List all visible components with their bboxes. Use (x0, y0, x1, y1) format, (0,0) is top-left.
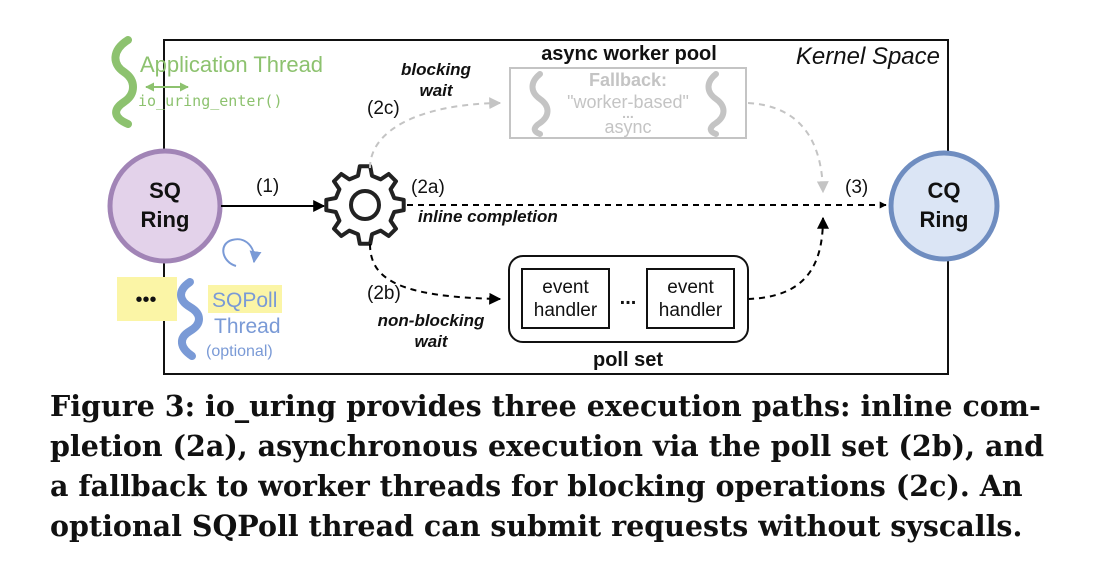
figure-caption: Figure 3: io_uring provides three execut… (50, 386, 1060, 546)
io-uring-enter-label: io_uring_enter() (138, 92, 283, 110)
event-handler-2-label-2: handler (659, 300, 723, 321)
sqpoll-thread-squiggle (177, 278, 203, 360)
inline-completion-label: inline completion (418, 207, 558, 226)
non-blocking-label-1: non-blocking (378, 311, 485, 330)
event-handler-1 (521, 268, 610, 329)
kernel-space-label: Kernel Space (796, 43, 940, 70)
sqpoll-label-3: (optional) (206, 343, 273, 360)
event-handler-1-label-1: event (542, 277, 589, 298)
caption-line-1: Figure 3: io_uring provides three execut… (50, 389, 1041, 423)
caption-line-2: pletion (2a), asynchronous execution via… (50, 429, 1045, 463)
event-handler-1-label-2: handler (534, 300, 598, 321)
blocking-label-1: blocking (401, 60, 472, 79)
fallback-label-1: Fallback: (589, 70, 667, 90)
sqpoll-dots-highlight (117, 277, 177, 321)
sq-ring-label-1: SQ (149, 178, 181, 203)
non-blocking-path-arrow (369, 243, 502, 305)
cq-ring-label-1: CQ (928, 178, 961, 203)
caption-line-3: a fallback to worker threads for blockin… (50, 469, 1023, 503)
cq-ring (888, 150, 1000, 262)
caption-line-4: optional SQPoll thread can submit reques… (50, 509, 1023, 543)
gear-icon (324, 164, 406, 246)
fallback-label-3: async (604, 117, 651, 137)
cq-ring-label-2: Ring (920, 207, 969, 232)
blocking-path-arrow (369, 97, 502, 169)
step1-label: (1) (256, 176, 279, 197)
io-uring-diagram: Kernel Space Application Thread io_uring… (107, 36, 1000, 375)
sq-ring-label-2: Ring (141, 207, 190, 232)
step3-label: (3) (845, 177, 868, 198)
application-thread-label: Application Thread (140, 52, 323, 77)
fallback-dots: ... (622, 105, 634, 121)
step2c-label: (2c) (367, 98, 400, 119)
async-worker-pool-label: async worker pool (541, 43, 717, 65)
fallback-squiggle-right-icon (705, 71, 727, 137)
fallback-to-cq-arrow (747, 102, 829, 194)
poll-set-to-cq-arrow (747, 216, 829, 300)
sqpoll-dots: ••• (135, 289, 156, 311)
blocking-label-2: wait (419, 81, 453, 100)
sqpoll-label-1: SQPoll (212, 289, 277, 312)
step2b-label: (2b) (367, 283, 401, 304)
fallback-squiggle-left-icon (529, 71, 551, 137)
application-thread-squiggle (111, 36, 137, 128)
handler-dots: ... (620, 287, 637, 309)
sqpoll-label-highlight (208, 285, 282, 313)
event-handler-2-label-1: event (667, 277, 714, 298)
sqpoll-label-2: Thread (214, 315, 281, 338)
poll-set-label: poll set (593, 349, 663, 371)
event-handler-2 (646, 268, 735, 329)
sq-ring (107, 148, 223, 264)
step2a-label: (2a) (411, 177, 445, 198)
non-blocking-label-2: wait (414, 332, 448, 351)
fallback-label-2: "worker-based" (567, 92, 689, 112)
sqpoll-loop-arrow (222, 238, 262, 267)
fallback-box (509, 67, 747, 139)
